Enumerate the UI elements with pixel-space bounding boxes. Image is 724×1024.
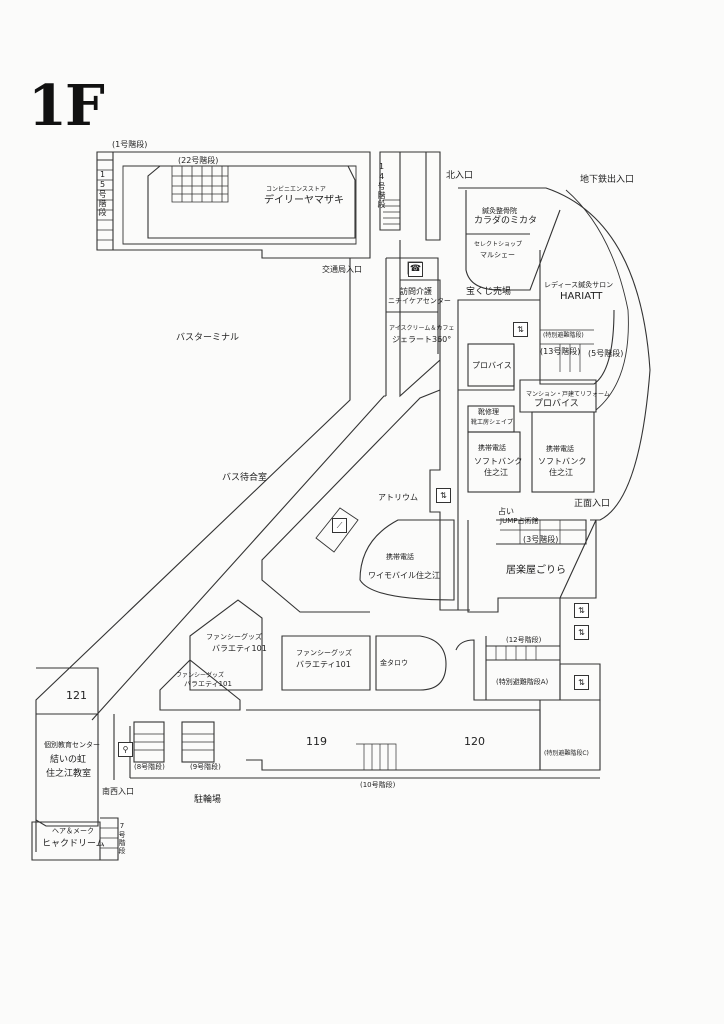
store-name: カラダのミカタ (474, 216, 538, 226)
stairs-label: 7号階段 (118, 822, 126, 855)
store-category: アイスクリーム＆カフェ (389, 325, 455, 332)
store-name: バラエティ101 (212, 644, 267, 653)
store-name: 結いの虹 (50, 755, 87, 765)
store-category: レディース鍼灸サロン (544, 281, 614, 289)
stairs-label: 14号階段 (377, 162, 386, 209)
store-name: バラエティ101 (184, 680, 232, 688)
store-category: 携帯電話 (478, 444, 506, 452)
store-name: ヒャクドリーム (42, 839, 105, 849)
store-name: 靴工房シェイプ (471, 419, 514, 426)
restroom-icon: ⚲ (118, 742, 133, 757)
stairs-label: (5号階段) (588, 349, 624, 358)
area-label: バス待合室 (222, 473, 268, 483)
elevator-icon: ⇅ (574, 675, 589, 690)
store-name: ソフトバンク (474, 457, 523, 466)
entrance-label: 交通局入口 (322, 265, 362, 274)
store-name: 宝くじ売場 (466, 287, 512, 297)
store-name: 金タロウ (380, 659, 408, 667)
room-number: 121 (66, 689, 87, 702)
store-name: プロバイス (472, 361, 512, 370)
stairs-label: 15号階段 (98, 170, 107, 217)
elevator-icon: ⇅ (513, 322, 528, 337)
store-category: セレクトショップ (474, 241, 523, 248)
store-category: ファンシーグッズ (176, 672, 225, 679)
area-label: 駐輪場 (194, 795, 222, 805)
store-category: 占い (498, 507, 514, 516)
store-name: 居楽屋ごりら (506, 565, 566, 576)
entrance-label: 地下鉄出入口 (580, 175, 635, 185)
store-category: 携帯電話 (546, 445, 574, 453)
store-category: コンビニエンスストア (266, 186, 326, 193)
stairs-label: (1号階段) (112, 140, 148, 149)
stairs-label: (特別避難階段) (543, 332, 584, 339)
escalator-icon: ⟋ (332, 518, 347, 533)
stairs-label: (12号階段) (506, 636, 542, 644)
area-label: アトリウム (378, 493, 418, 502)
entrance-label: 北入口 (446, 171, 474, 181)
entrance-label: 南西入口 (102, 787, 134, 796)
stairs-label: (3号階段) (523, 535, 559, 544)
store-name: マルシェー (480, 251, 515, 259)
elevator-icon: ⇅ (574, 625, 589, 640)
store-category: 靴修理 (478, 408, 499, 416)
elevator-icon: ⇅ (574, 603, 589, 618)
phone-icon: ☎ (408, 262, 423, 277)
store-name: ソフトバンク (538, 457, 587, 466)
room-number: 120 (464, 735, 485, 748)
entrance-label: 正面入口 (574, 499, 611, 509)
store-name: HARIATT (560, 291, 603, 302)
store-name: プロバイス (534, 399, 579, 409)
stairs-label: (22号階段) (178, 156, 219, 165)
store-category: ヘア＆メーク (52, 827, 94, 835)
store-category: 訪問介護 (400, 287, 432, 296)
store-category: マンション・戸建てリフォーム (526, 391, 610, 398)
store-name: 住之江 (549, 468, 573, 477)
store-name: ジェラート360° (392, 335, 452, 344)
stairs-label: (10号階段) (360, 781, 396, 789)
store-category: 携帯電話 (386, 553, 414, 561)
stairs-label: (特別避難階段A) (496, 678, 549, 686)
store-category: 個別教育センター (44, 741, 100, 749)
store-name: 住之江 (484, 468, 508, 477)
area-label: バスターミナル (176, 333, 240, 343)
store-name: ニチイケアセンター (388, 297, 451, 305)
floor-number: 1F (28, 73, 105, 139)
store-category: ファンシーグッズ (206, 633, 262, 641)
stairs-label: (13号階段) (540, 347, 581, 356)
elevator-icon: ⇅ (436, 488, 451, 503)
store-category: 鍼灸整骨院 (482, 207, 517, 215)
stairs-label: (8号階段) (134, 763, 165, 771)
store-category: ファンシーグッズ (296, 649, 352, 657)
room-number: 119 (306, 735, 327, 748)
store-name: バラエティ101 (296, 660, 351, 669)
stairs-label: (特別避難階段C) (544, 750, 589, 757)
store-name: デイリーヤマザキ (264, 195, 344, 206)
stairs-label: (9号階段) (190, 763, 221, 771)
store-name: ワイモバイル住之江 (368, 571, 440, 580)
store-name: JUMP占術館 (500, 517, 539, 525)
store-name: 住之江教室 (46, 769, 92, 779)
